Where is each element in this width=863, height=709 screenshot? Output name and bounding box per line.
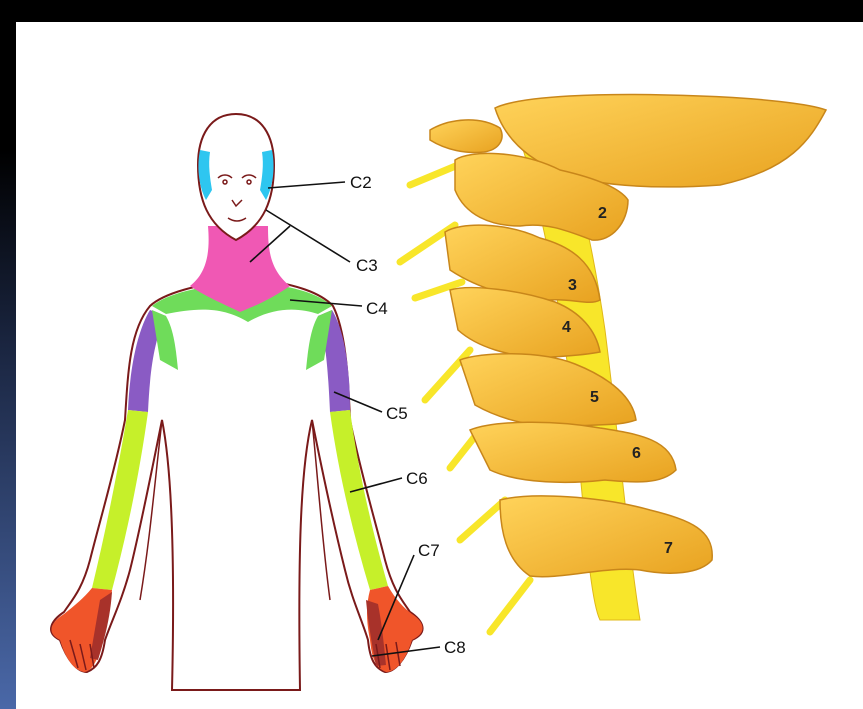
left-frame-gradient <box>0 150 16 709</box>
vertebra-number-7: 7 <box>664 540 673 557</box>
label-c3: C3 <box>356 256 378 275</box>
vertebra-number-4: 4 <box>562 319 571 336</box>
vertebra-number-5: 5 <box>590 389 599 406</box>
vertebra-number-3: 3 <box>568 277 577 294</box>
label-c6: C6 <box>406 469 428 488</box>
label-c7: C7 <box>418 541 440 560</box>
vertebra-number-6: 6 <box>632 445 641 462</box>
label-c2: C2 <box>350 173 372 192</box>
label-c8: C8 <box>444 638 466 657</box>
vertebra-number-2: 2 <box>598 205 607 222</box>
label-c4: C4 <box>366 299 388 318</box>
label-c5: C5 <box>386 404 408 423</box>
